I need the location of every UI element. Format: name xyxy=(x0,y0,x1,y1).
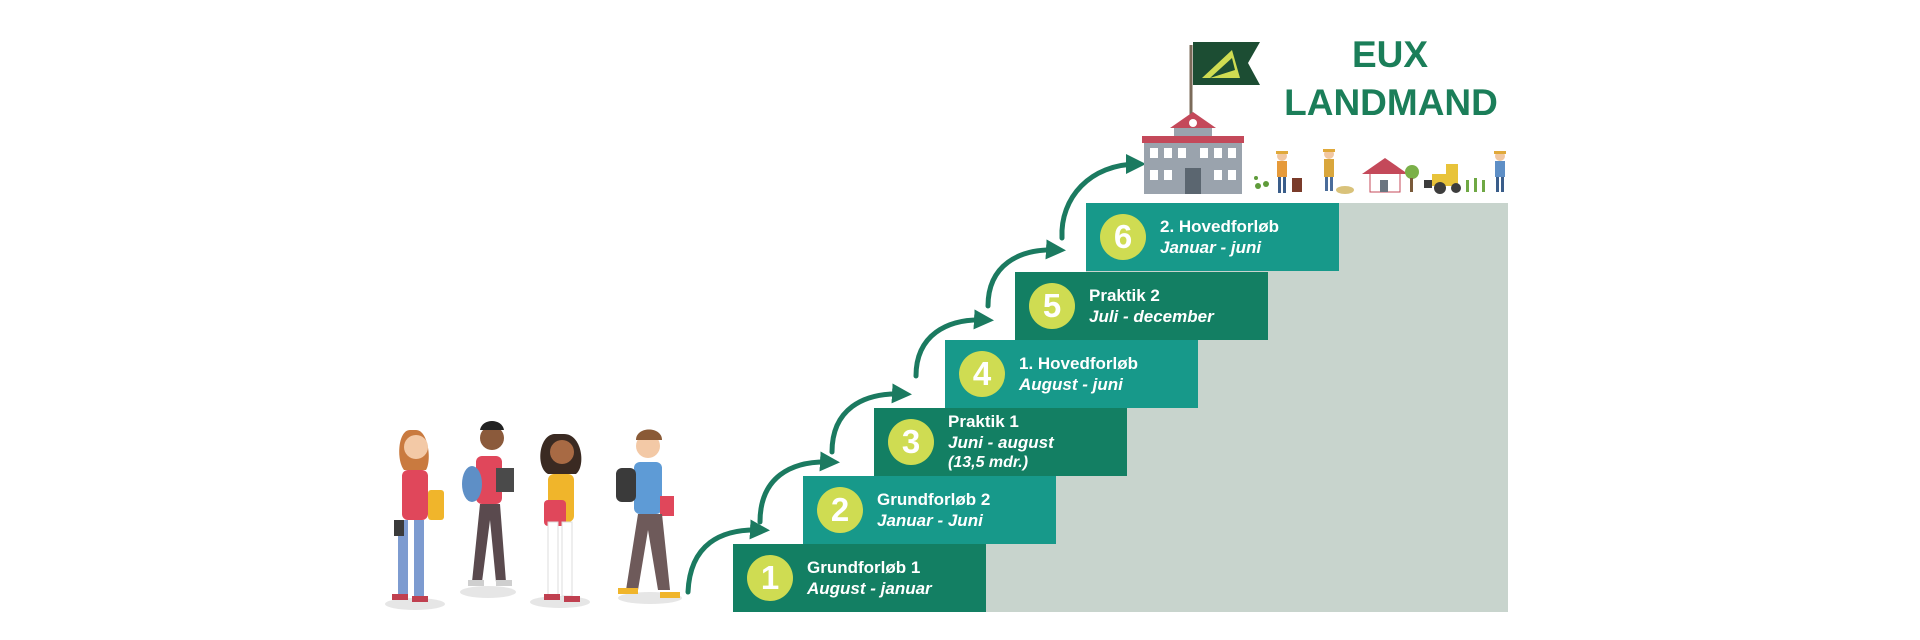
arrow-icon xyxy=(829,383,912,455)
step-period: August - juni xyxy=(1019,375,1123,394)
arrow-icon xyxy=(685,519,770,595)
farmer-icon xyxy=(1494,151,1506,192)
arrow-icon xyxy=(1059,154,1146,241)
students-group xyxy=(385,421,682,610)
step-name: Grundforløb 2 xyxy=(877,489,991,509)
step-period: Juni - august xyxy=(948,433,1054,452)
step-number: 5 xyxy=(1029,283,1075,329)
farmhouse-icon xyxy=(1362,158,1419,193)
step-name: 1. Hovedforløb xyxy=(1019,353,1139,373)
student-icon xyxy=(616,429,680,598)
step-name: Grundforløb 1 xyxy=(807,557,921,577)
arrow-icon xyxy=(757,451,840,525)
arrows xyxy=(685,154,1146,595)
step-number: 3 xyxy=(888,419,934,465)
step-6: 6 2. Hovedforløb Januar - juni xyxy=(1086,203,1339,271)
step-period: August - januar xyxy=(807,579,932,598)
step-4: 4 1. Hovedforløb August - juni xyxy=(945,340,1198,408)
flag-icon xyxy=(1189,42,1260,128)
title-landmand: LANDMAND xyxy=(1284,82,1498,123)
student-icon xyxy=(462,421,514,586)
step-number: 1 xyxy=(747,555,793,601)
tractor-icon xyxy=(1424,164,1461,194)
step-period: Januar - Juni xyxy=(877,511,983,530)
step-number: 2 xyxy=(817,487,863,533)
arrow-icon xyxy=(913,309,994,379)
farm-scene xyxy=(1254,149,1506,194)
step-name: Praktik 2 xyxy=(1089,285,1160,305)
student-icon xyxy=(540,434,582,602)
step-3: 3 Praktik 1 Juni - august (13,5 mdr.) xyxy=(874,408,1127,476)
step-name: Praktik 1 xyxy=(948,411,1019,431)
arrow-icon xyxy=(985,239,1066,309)
step-5: 5 Praktik 2 Juli - december xyxy=(1015,272,1268,340)
school-building-icon xyxy=(1142,112,1244,194)
step-number: 4 xyxy=(959,351,1005,397)
student-icon xyxy=(392,430,444,602)
farmer-icon xyxy=(1323,149,1354,194)
step-1: 1 Grundforløb 1 August - januar xyxy=(733,544,986,612)
step-name: 2. Hovedforløb xyxy=(1160,216,1280,236)
step-period: Januar - juni xyxy=(1160,238,1262,257)
step-number: 6 xyxy=(1100,214,1146,260)
step-note: (13,5 mdr.) xyxy=(948,454,1029,472)
title-eux: EUX xyxy=(1351,34,1429,75)
step-2: 2 Grundforløb 2 Januar - Juni xyxy=(803,476,1056,544)
farmer-icon xyxy=(1276,151,1302,193)
step-period: Juli - december xyxy=(1089,307,1214,326)
